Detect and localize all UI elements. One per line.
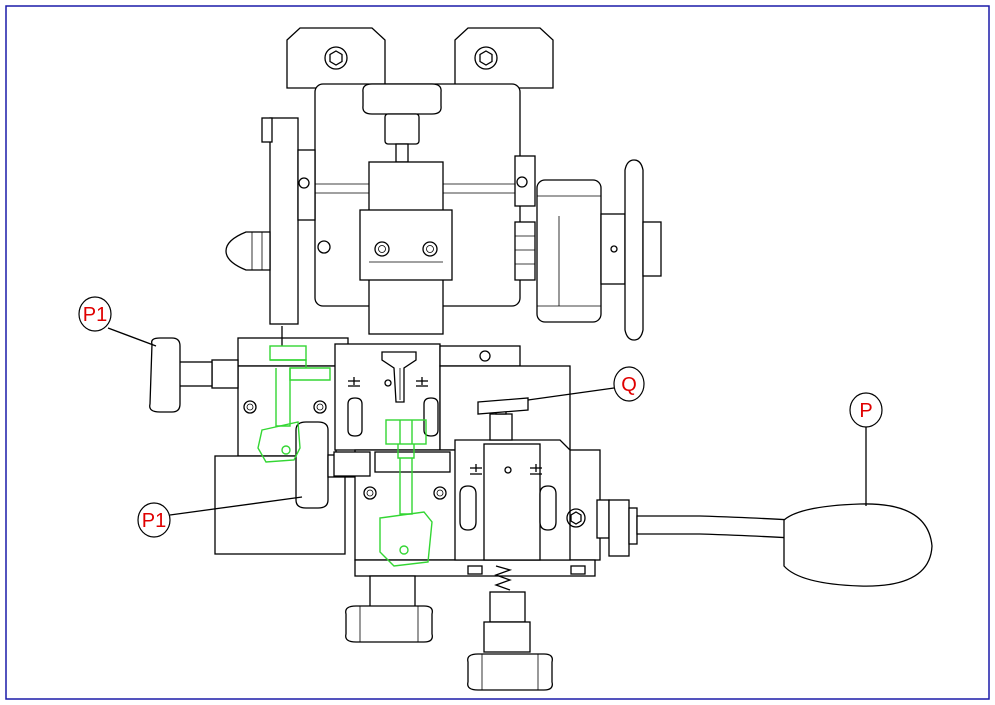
callout-p1-bottom: P1: [137, 496, 303, 538]
callout-label-p1-top: P1: [83, 304, 107, 326]
key-blank-highlights: [257, 345, 433, 567]
callout-label-q: Q: [621, 374, 637, 396]
operating-lever: [596, 499, 933, 587]
callout-p1-top: P1: [78, 296, 157, 347]
callout-label-p1-bottom: P1: [142, 510, 166, 532]
upper-cutter-head: [225, 27, 662, 341]
bottom-knobs: [345, 565, 553, 691]
page-border: [5, 5, 990, 700]
callout-q: Q: [527, 366, 645, 402]
clamp-carriage: [149, 326, 601, 577]
callout-label-p: P: [859, 400, 872, 422]
callout-p: P: [849, 392, 883, 506]
